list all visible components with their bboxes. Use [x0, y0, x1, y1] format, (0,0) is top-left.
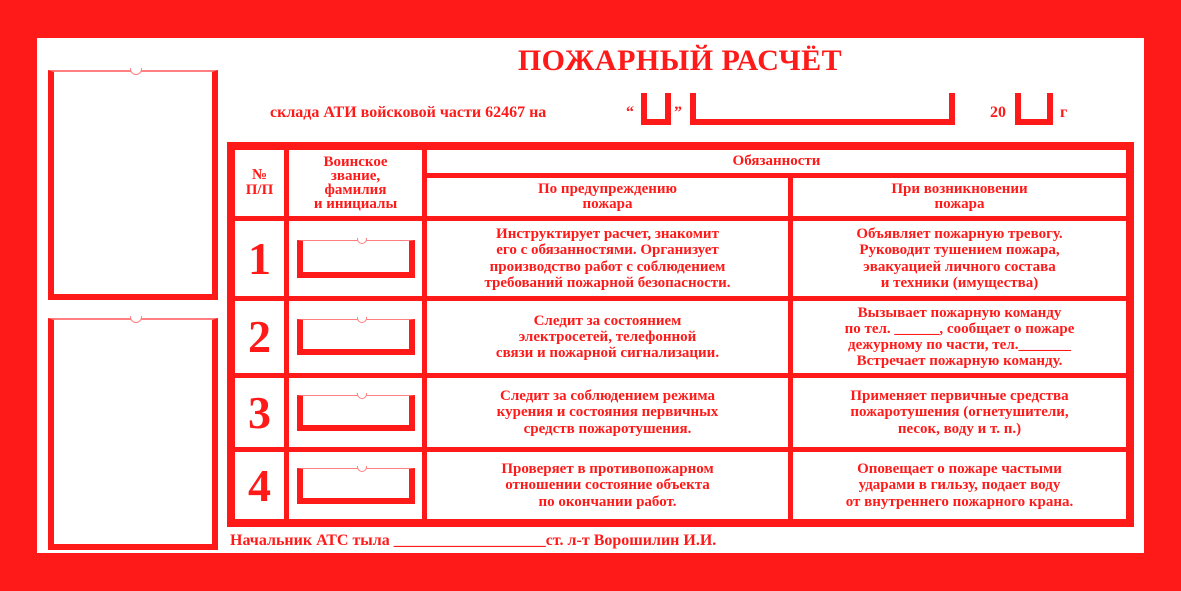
name-cell [289, 221, 422, 296]
date-month-slot [690, 93, 955, 125]
duty-table: № П/П Воинское звание, фамилия и инициал… [227, 142, 1134, 527]
header-fire: При возникновении пожара [793, 178, 1126, 216]
fire-cell: Применяет первичные средства пожаротушен… [793, 378, 1126, 447]
name-cell [289, 378, 422, 447]
header-duties: Обязанности [427, 150, 1126, 173]
name-card-pocket [296, 237, 415, 278]
prevent-cell: Следит за состоянием электросетей, телеф… [427, 301, 788, 373]
row-num: 3 [235, 378, 284, 447]
subtitle: склада АТИ войсковой части 62467 на [270, 104, 547, 121]
fire-cell: Оповещает о пожаре частыми ударами в гил… [793, 452, 1126, 519]
name-card-pocket [296, 317, 415, 355]
prevent-cell: Следит за соблюдением режима курения и с… [427, 378, 788, 447]
fire-cell: Объявляет пожарную тревогу. Руководит ту… [793, 221, 1126, 296]
header-num: № П/П [235, 150, 284, 216]
year-prefix: 20 [990, 104, 1006, 121]
quote-close: ” [674, 104, 682, 121]
row-num: 2 [235, 301, 284, 373]
year-suffix: г [1060, 104, 1068, 121]
prevent-cell: Инструктирует расчет, знакомит его с обя… [427, 221, 788, 296]
page-title: ПОЖАРНЫЙ РАСЧЁТ [517, 44, 843, 77]
date-day-slot [641, 93, 671, 125]
quote-open: “ [626, 104, 634, 121]
row-num: 4 [235, 452, 284, 519]
fire-cell: Вызывает пожарную команду по тел. ______… [793, 301, 1126, 373]
name-cell [289, 301, 422, 373]
name-card-pocket [296, 465, 415, 504]
date-year-slot [1015, 93, 1053, 125]
prevent-cell: Проверяет в противопожарном отношении со… [427, 452, 788, 519]
footer-signature: Начальник АТС тыла ___________________ст… [230, 532, 717, 549]
photo-pocket-top [48, 68, 218, 300]
header-name: Воинское звание, фамилия и инициалы [289, 150, 422, 216]
name-card-pocket [296, 392, 415, 431]
name-cell [289, 452, 422, 519]
row-num: 1 [235, 221, 284, 296]
photo-pocket-bottom [48, 316, 218, 550]
header-prevent: По предупреждению пожара [427, 178, 788, 216]
